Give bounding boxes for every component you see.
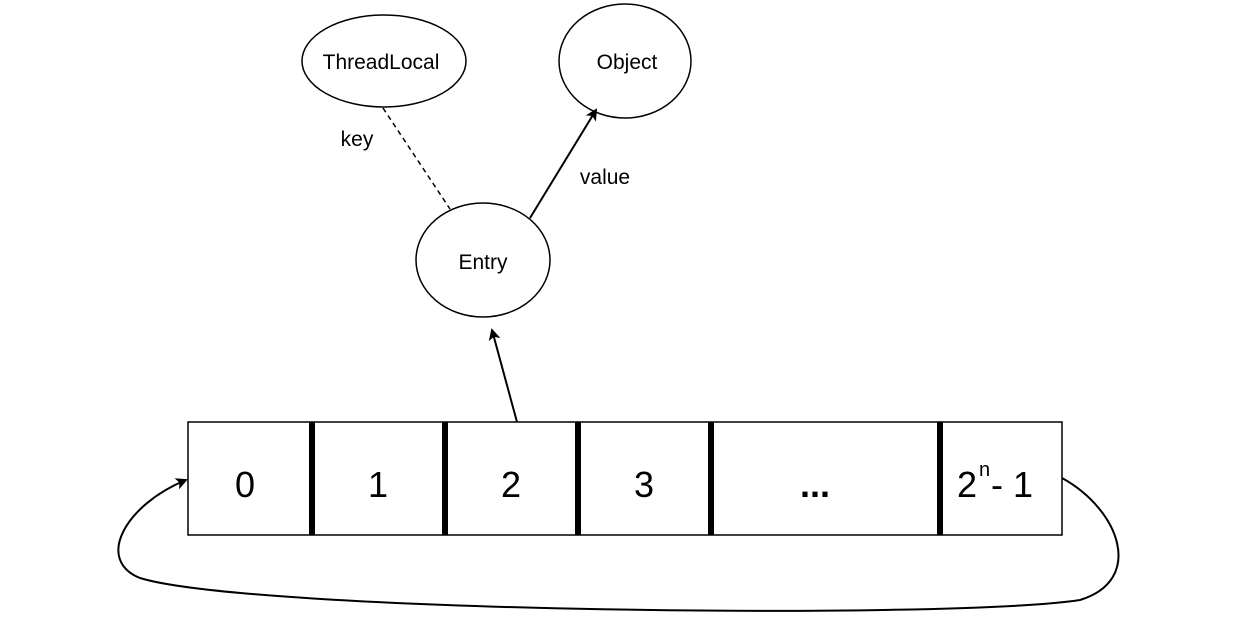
array-cell-0: 0	[235, 464, 255, 505]
object-node: Object	[558, 3, 692, 119]
array-cell-1: 1	[368, 464, 388, 505]
hash-array: 0 1 2 3 ... 2 n - 1	[187, 421, 1063, 536]
array-cell-last: 2 n - 1	[957, 459, 1033, 505]
key-edge	[382, 107, 451, 210]
entry-node: Entry	[415, 202, 551, 318]
entry-label: Entry	[458, 251, 508, 274]
value-edge-label: value	[580, 166, 630, 189]
value-edge	[529, 108, 598, 219]
object-label: Object	[597, 51, 658, 74]
array-cell-last-superscript: n	[979, 459, 990, 481]
threadlocal-label: ThreadLocal	[323, 51, 440, 74]
entry-ellipse	[415, 202, 551, 318]
array-cell-2: 2	[501, 464, 521, 505]
array-cell-last-base: 2	[957, 464, 977, 505]
array-cell-ellipsis: ...	[800, 464, 830, 505]
wraparound-edge	[117, 477, 1120, 612]
key-edge-label: key	[341, 128, 374, 151]
array-cell-last-tail: - 1	[991, 464, 1033, 505]
array-cell-3: 3	[634, 464, 654, 505]
threadlocal-ellipse	[301, 14, 467, 108]
threadlocal-node: ThreadLocal	[301, 14, 467, 108]
object-ellipse	[558, 3, 692, 119]
array-outline	[187, 421, 1063, 536]
cell-to-entry-edge	[488, 328, 518, 423]
